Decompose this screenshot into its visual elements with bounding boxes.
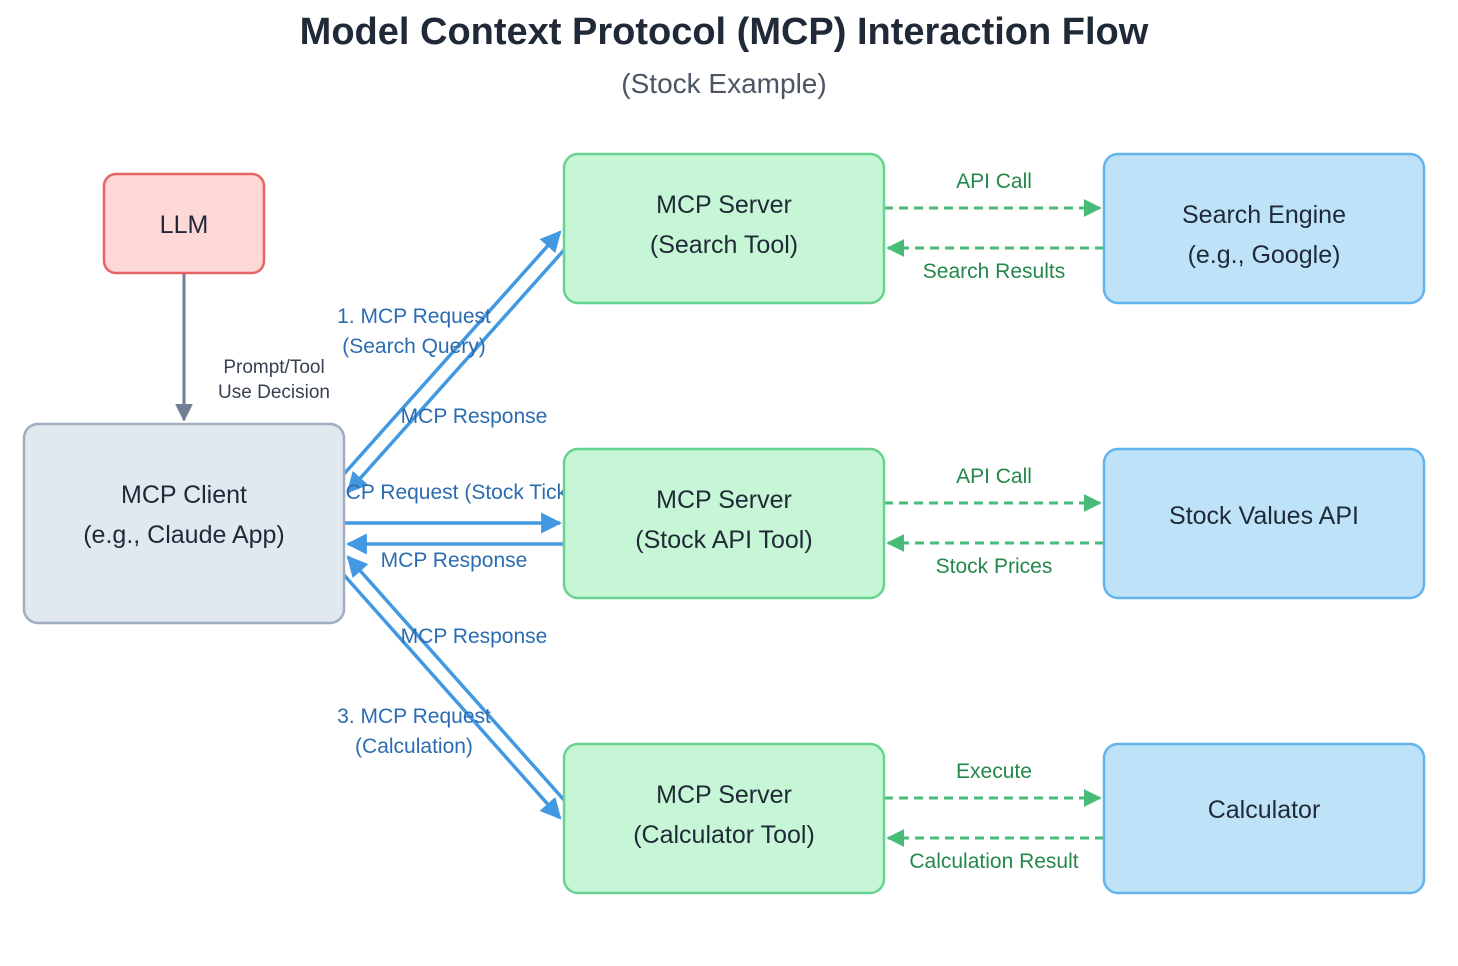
edge-label-search-result: Search Results — [923, 260, 1065, 283]
edge-request-calc — [342, 573, 562, 820]
node-search-engine: Search Engine (e.g., Google) — [1102, 152, 1426, 305]
edge-label-stock-result: Stock Prices — [936, 555, 1053, 578]
edge-label-req3-line2: (Calculation) — [355, 735, 473, 758]
edge-response-calc — [346, 555, 566, 802]
node-server-stock: MCP Server (Stock API Tool) — [562, 447, 886, 600]
edge-label-req2: 2. MCP Request (Stock Tickers) — [305, 481, 603, 504]
edge-label-resp1: MCP Response — [401, 405, 548, 428]
node-stock-api: Stock Values API — [1102, 447, 1426, 600]
node-llm-label: LLM — [160, 211, 209, 239]
edge-label-resp2: MCP Response — [381, 549, 528, 572]
node-calculator-label: Calculator — [1208, 796, 1321, 824]
node-server-stock-line1: MCP Server — [656, 486, 792, 514]
node-search-engine-line2: (e.g., Google) — [1188, 241, 1341, 269]
edge-label-prompt-line2: Use Decision — [218, 382, 330, 403]
edge-label-prompt-line1: Prompt/Tool — [223, 357, 324, 378]
node-calculator: Calculator — [1102, 742, 1426, 895]
node-server-search-line1: MCP Server — [656, 191, 792, 219]
edge-label-req1-line1: 1. MCP Request — [337, 305, 491, 328]
node-server-calc-line2: (Calculator Tool) — [633, 821, 815, 849]
edge-response-search — [346, 248, 566, 494]
node-server-calculator: MCP Server (Calculator Tool) — [562, 742, 886, 895]
edge-label-req3-line1: 3. MCP Request — [337, 705, 491, 728]
node-server-search: MCP Server (Search Tool) — [562, 152, 886, 305]
node-server-stock-line2: (Stock API Tool) — [635, 526, 812, 554]
diagram-title: Model Context Protocol (MCP) Interaction… — [300, 11, 1149, 53]
edge-label-calc-call: Execute — [956, 760, 1032, 783]
node-search-engine-line1: Search Engine — [1182, 201, 1346, 229]
node-mcp-client: MCP Client (e.g., Claude App) — [22, 422, 346, 625]
diagram-subtitle: (Stock Example) — [621, 68, 826, 99]
edge-label-calc-result: Calculation Result — [909, 850, 1078, 873]
node-server-calc-line1: MCP Server — [656, 781, 792, 809]
node-stock-api-label: Stock Values API — [1169, 502, 1359, 530]
edge-label-search-call: API Call — [956, 170, 1032, 193]
node-client-line1: MCP Client — [121, 481, 247, 509]
edge-label-req1-line2: (Search Query) — [342, 335, 486, 358]
node-client-line2: (e.g., Claude App) — [83, 521, 285, 549]
edge-request-search — [342, 230, 562, 476]
node-llm: LLM — [102, 172, 266, 275]
edge-label-stock-call: API Call — [956, 465, 1032, 488]
edge-label-resp3: MCP Response — [401, 625, 548, 648]
node-server-search-line2: (Search Tool) — [650, 231, 798, 259]
